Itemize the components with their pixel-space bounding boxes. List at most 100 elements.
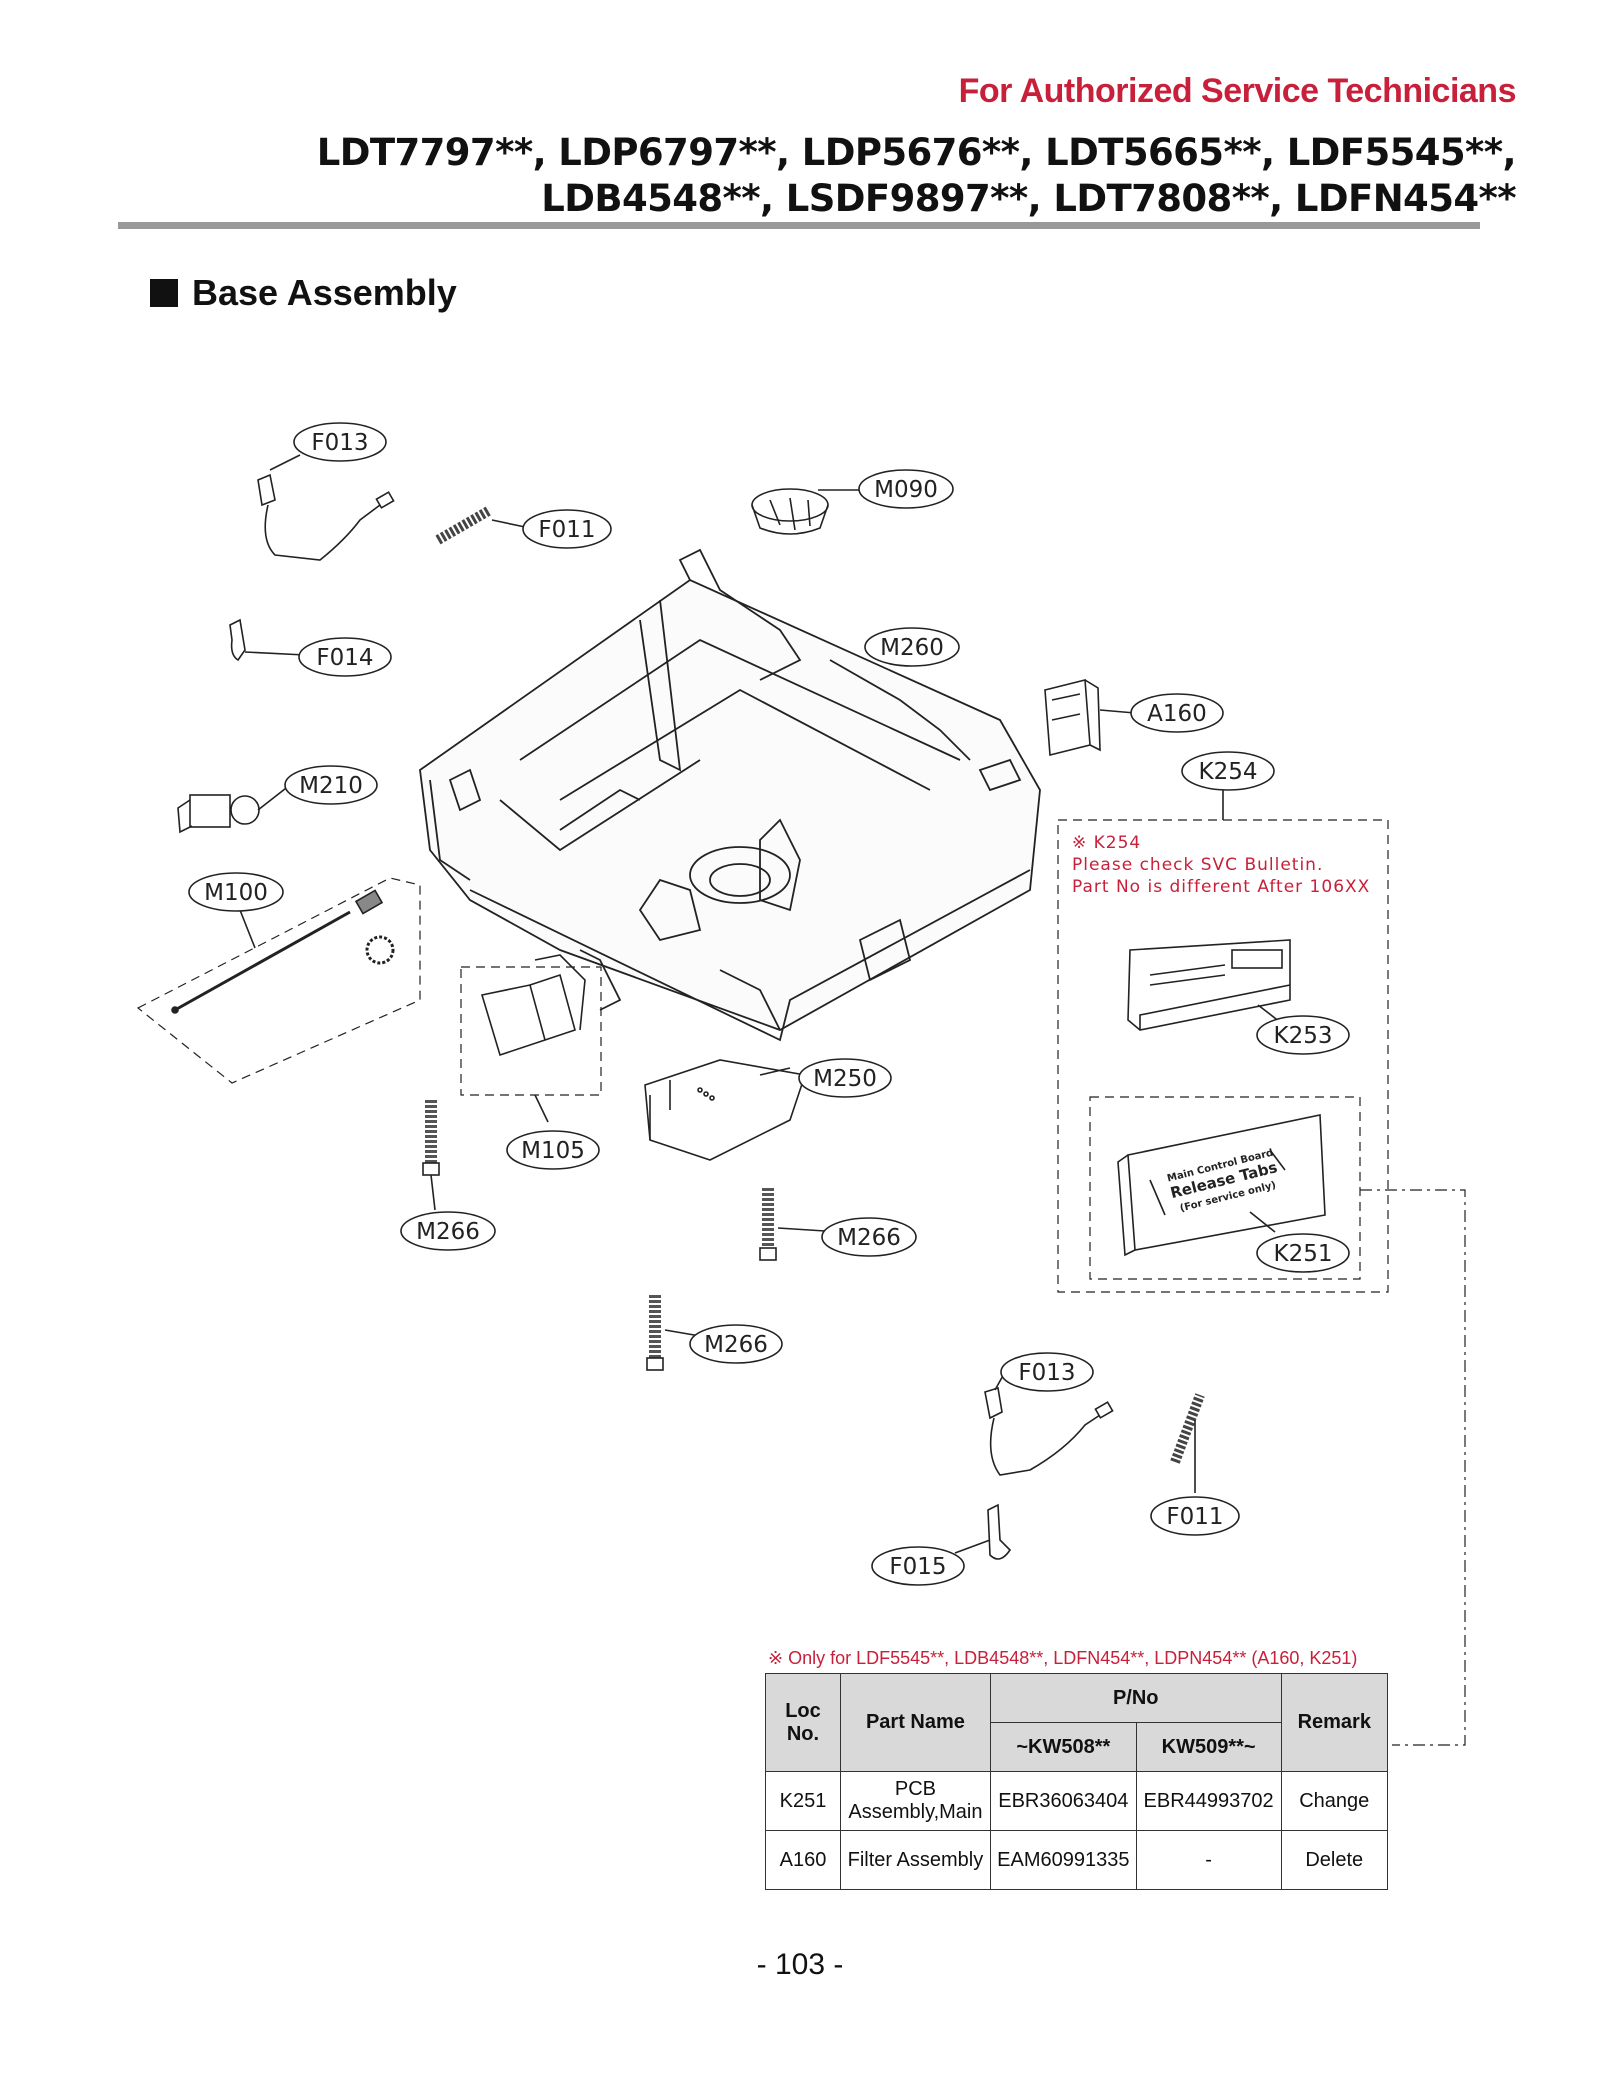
callout-m090: M090: [858, 469, 954, 509]
svg-text:A160: A160: [1147, 701, 1207, 727]
callout-m105: M105: [506, 1130, 600, 1170]
model-list-line-1: LDT7797**, LDP6797**, LDP5676**, LDT5665…: [316, 131, 1517, 174]
callout-k253: K253: [1256, 1015, 1350, 1055]
svg-text:F011: F011: [538, 517, 595, 543]
svg-text:F015: F015: [889, 1554, 946, 1580]
model-list-line-2: LDB4548**, LSDF9897**, LDT7808**, LDFN45…: [541, 177, 1516, 220]
leveling-leg-part-b: [759, 1188, 777, 1261]
float-switch-part-a: [257, 473, 395, 561]
cell-part-name: Filter Assembly: [839, 1830, 991, 1890]
base-tub-part: [419, 548, 1041, 1042]
svg-text:K254: K254: [1199, 759, 1258, 785]
callouts: F013 F011 M090 F014 M260 A160 K254 M210 …: [188, 422, 1350, 1586]
svg-text:K253: K253: [1274, 1023, 1333, 1049]
callout-m250: M250: [798, 1058, 892, 1098]
f011-leader-a: [491, 519, 526, 528]
callout-m210: M210: [284, 765, 378, 805]
svg-text:K251: K251: [1274, 1241, 1333, 1267]
float-part-b: [987, 1503, 1012, 1560]
authorized-technicians-tag: For Authorized Service Technicians: [958, 72, 1517, 110]
sump-cover-part: [644, 1059, 807, 1161]
model-list: LDT7797**, LDP6797**, LDP5676**, LDT5665…: [216, 130, 1517, 222]
drain-rod-part: [171, 889, 395, 1014]
parts-change-table: Loc No. Part Name P/No Remark ~KW508** K…: [765, 1673, 1389, 1890]
cover-bracket-part: [480, 954, 586, 1057]
k254-note-line-3: Part No is different After 106XX: [1072, 877, 1370, 897]
svg-text:M090: M090: [874, 477, 938, 503]
cell-pno-before: EBR36063404: [989, 1771, 1137, 1831]
callout-m266-a: M266: [400, 1211, 496, 1251]
header-remark: Remark: [1280, 1673, 1389, 1772]
page-number: - 103 -: [756, 1948, 844, 1981]
callout-k254: K254: [1181, 751, 1275, 791]
float-switch-part-b: [984, 1386, 1114, 1476]
cell-pno-after: -: [1135, 1830, 1282, 1890]
m100-leader: [237, 904, 256, 949]
m250-leader: [759, 1067, 791, 1076]
m105-group-outline: [460, 966, 602, 1096]
k254-note-line-1: ※ K254: [1072, 833, 1141, 853]
spring-part-a: [435, 505, 493, 545]
callout-m266-b: M266: [821, 1217, 917, 1257]
square-bullet-icon: [150, 279, 178, 307]
cell-remark: Delete: [1280, 1830, 1389, 1890]
cell-part-name-line-1: PCB: [894, 1778, 936, 1800]
svg-text:M266: M266: [704, 1332, 768, 1358]
m266-leader-b: [777, 1227, 826, 1232]
svg-text:F011: F011: [1166, 1504, 1223, 1530]
callout-a160: A160: [1130, 693, 1224, 733]
k254-note: ※ K254 Please check SVC Bulletin. Part N…: [1072, 833, 1370, 897]
svg-text:M105: M105: [521, 1138, 585, 1164]
cell-remark: Change: [1280, 1771, 1389, 1831]
callout-f014: F014: [298, 637, 392, 677]
header-rule: [118, 222, 1480, 229]
svg-text:M266: M266: [837, 1225, 901, 1251]
callout-f015: F015: [871, 1546, 965, 1586]
svg-text:M260: M260: [880, 635, 944, 661]
leveling-leg-part-c: [646, 1295, 664, 1371]
table-subheader-row: ~KW508** KW509**~: [766, 1722, 1388, 1772]
callout-f011-b: F011: [1150, 1496, 1240, 1536]
nozzle-cap-part: [751, 488, 829, 535]
header-pno: P/No: [989, 1673, 1282, 1723]
m105-leader: [534, 1094, 549, 1123]
callout-m260: M260: [864, 627, 960, 667]
callout-m266-c: M266: [689, 1324, 783, 1364]
svg-text:F013: F013: [311, 430, 368, 456]
f015-leader: [954, 1539, 991, 1554]
callout-f011-a: F011: [522, 509, 612, 549]
svg-text:F013: F013: [1018, 1360, 1075, 1386]
header-part-name: Part Name: [839, 1673, 991, 1772]
spring-part-b: [1170, 1393, 1205, 1464]
callout-f013-b: F013: [1000, 1352, 1094, 1392]
f014-leader: [244, 651, 306, 656]
header-pno-after: KW509**~: [1135, 1722, 1282, 1772]
control-cover-part: [1127, 939, 1291, 1031]
svg-text:M100: M100: [204, 880, 268, 906]
k251-leader: [1249, 1211, 1276, 1233]
svg-text:M266: M266: [416, 1219, 480, 1245]
inlet-valve-part: [177, 794, 260, 834]
svg-text:M250: M250: [813, 1066, 877, 1092]
section-title: Base Assembly: [192, 272, 457, 313]
m100-group-outline: [136, 877, 421, 1084]
cell-part-name-line-2: Assembly,Main: [848, 1801, 983, 1823]
filter-assembly-part: [1044, 678, 1101, 757]
table-header-row: Loc No. Part Name P/No Remark: [765, 1673, 1389, 1772]
k254-note-line-2: Please check SVC Bulletin.: [1072, 855, 1323, 875]
cell-loc: K251: [765, 1771, 841, 1831]
cell-pno-before: EAM60991335: [989, 1830, 1137, 1890]
cell-pno-after: EBR44993702: [1135, 1771, 1282, 1831]
a160-leader: [1099, 709, 1136, 714]
cell-loc: A160: [765, 1830, 841, 1890]
section-heading: Base Assembly: [150, 272, 457, 314]
m210-leader: [257, 784, 291, 811]
k251-table-connector: [1360, 1189, 1466, 1746]
callout-k251: K251: [1256, 1233, 1350, 1273]
header-pno-before: ~KW508**: [989, 1722, 1137, 1772]
header-loc-no: Loc No.: [765, 1673, 841, 1772]
svg-text:M210: M210: [299, 773, 363, 799]
k251-group-outline: [1089, 1096, 1361, 1280]
